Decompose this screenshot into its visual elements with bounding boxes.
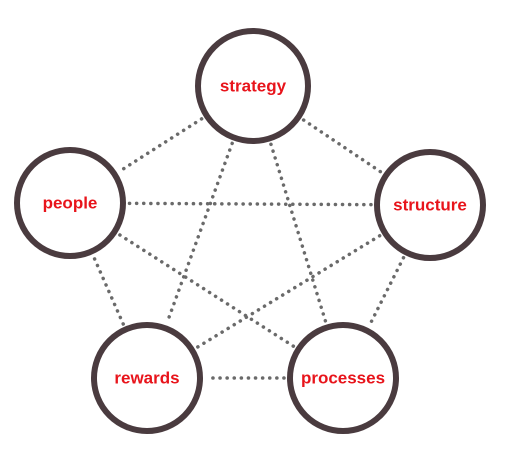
- node-circle-people: [14, 147, 126, 259]
- node-circle-structure: [374, 149, 486, 261]
- edge-structure-processes: [367, 255, 406, 328]
- node-circle-processes: [287, 322, 399, 434]
- node-label-strategy: strategy: [220, 77, 287, 96]
- nodes: strategy structure processes rewards people: [14, 28, 486, 434]
- edge-rewards-people: [92, 255, 125, 326]
- node-circle-strategy: [195, 28, 311, 144]
- node-strategy: strategy: [195, 28, 311, 144]
- node-label-rewards: rewards: [114, 369, 179, 388]
- node-processes: processes: [287, 322, 399, 434]
- edge-processes-people: [117, 233, 296, 348]
- edge-strategy-structure: [301, 118, 383, 174]
- node-label-structure: structure: [393, 196, 467, 215]
- node-circle-rewards: [91, 322, 203, 434]
- edge-structure-people: [127, 201, 373, 207]
- node-structure: structure: [374, 149, 486, 261]
- edge-structure-rewards: [195, 234, 382, 349]
- edge-strategy-people: [117, 117, 204, 173]
- edge-strategy-rewards: [165, 141, 234, 325]
- node-rewards: rewards: [91, 322, 203, 434]
- connections: [92, 117, 406, 380]
- node-people: people: [14, 147, 126, 259]
- node-label-processes: processes: [301, 369, 385, 388]
- node-label-people: people: [43, 194, 98, 213]
- edge-strategy-processes: [269, 142, 328, 324]
